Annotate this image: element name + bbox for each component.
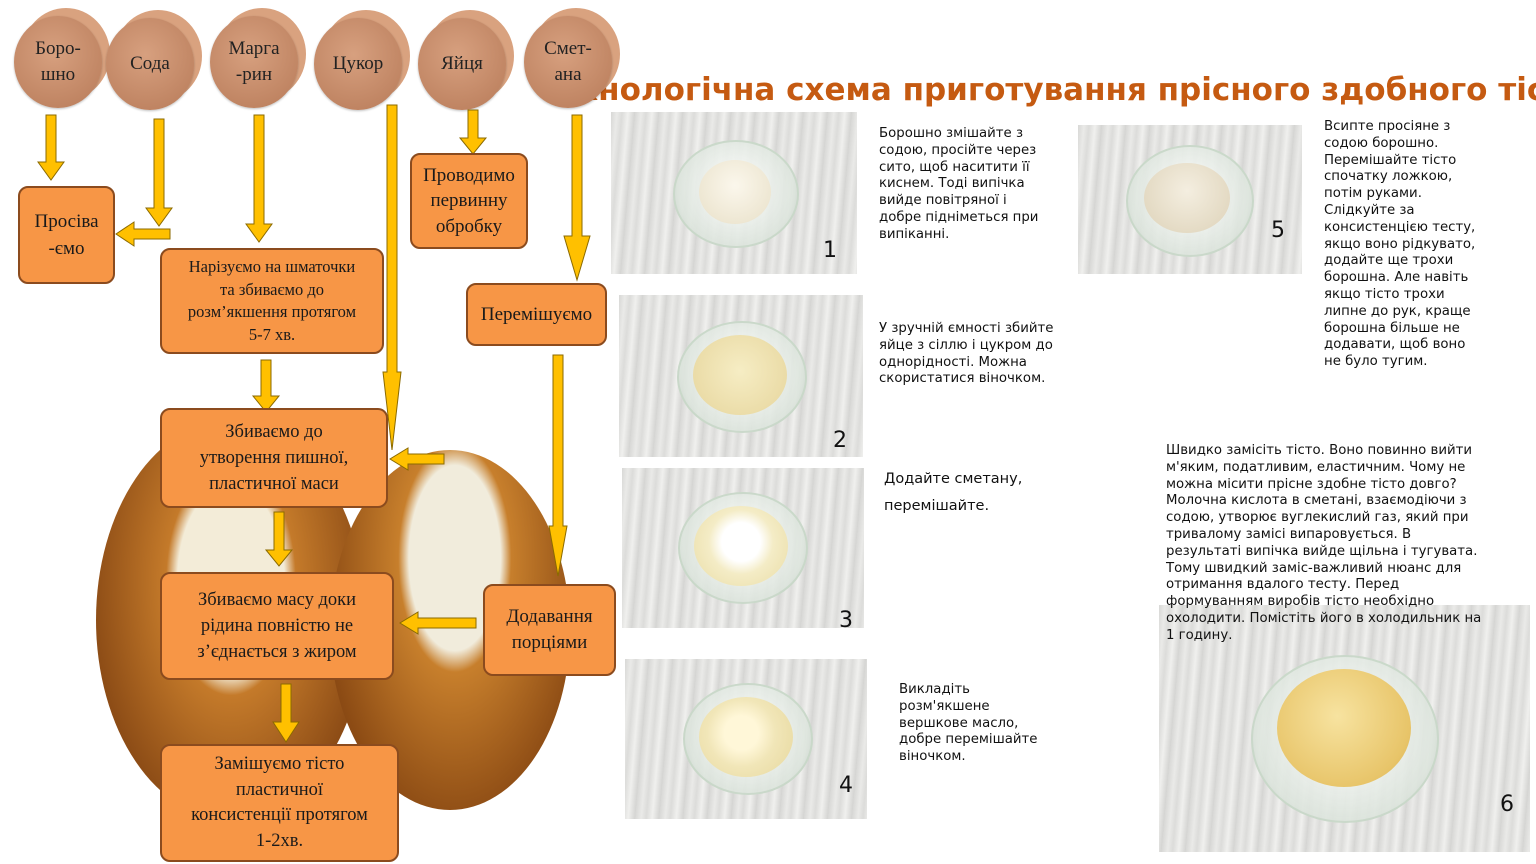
arrow-flour-down [38, 115, 64, 180]
arrow-margarine-down [246, 115, 272, 242]
box-sift: Просіва -ємо [18, 186, 115, 284]
step-number-4: 4 [839, 773, 853, 798]
box-primary-processing: Проводимо первинну обробку [410, 153, 528, 249]
step-text-3: Додайте сметану, перемішайте. [884, 473, 1054, 514]
arrow-sourcream-down [564, 115, 590, 280]
step-photo-2 [619, 295, 863, 457]
box-whip-liquid: Збиваємо масу доки рідина повністю не з’… [160, 572, 394, 680]
step-number-5: 5 [1271, 218, 1285, 243]
step-text-4: Викладіть розм'якшене вершкове масло, до… [899, 682, 1079, 766]
step-number-2: 2 [833, 428, 847, 453]
step-photo-1 [611, 112, 857, 274]
step-number-6: 6 [1500, 792, 1514, 817]
step-photo-5 [1078, 125, 1302, 274]
arrow-whip-down [266, 512, 292, 566]
step-number-1: 1 [823, 238, 837, 263]
arrow-eggs-down [460, 110, 486, 154]
step-text-6: Швидко замісіть тісто. Воно повинно вийт… [1166, 443, 1526, 645]
arrow-soda-down [146, 119, 172, 226]
step-text-1: Борошно змішайте з содою, просійте через… [879, 126, 1069, 244]
page-title: Технологічна схема приготування прісного… [536, 70, 1536, 110]
arrow-mix-down [549, 355, 567, 576]
arrow-eggs-into-whip [390, 448, 444, 470]
arrow-sugar-down [383, 105, 401, 450]
box-whip-fluffy: Збиваємо до утворення пишної, пластичної… [160, 408, 388, 508]
step-number-3: 3 [839, 608, 853, 633]
step-text-2: У зручній ємності збийте яйце з сіллю і … [879, 321, 1079, 388]
box-cut-and-whip: Нарізуємо на шматочки та збиваємо до роз… [160, 248, 384, 354]
arrow-soda-left [116, 222, 170, 246]
step-text-5: Всипте просіяне з содою борошно. Переміш… [1324, 119, 1514, 371]
box-mix: Перемішуємо [466, 283, 607, 346]
box-knead: Замішуємо тісто пластичної консистенції … [160, 744, 399, 862]
arrow-portions-left [400, 612, 476, 634]
arrow-liquid-down [273, 684, 299, 742]
arrow-cut-down [253, 360, 279, 412]
step-photo-4 [625, 659, 867, 819]
box-add-portions: Додавання порціями [483, 584, 616, 676]
step-photo-3 [622, 468, 864, 628]
